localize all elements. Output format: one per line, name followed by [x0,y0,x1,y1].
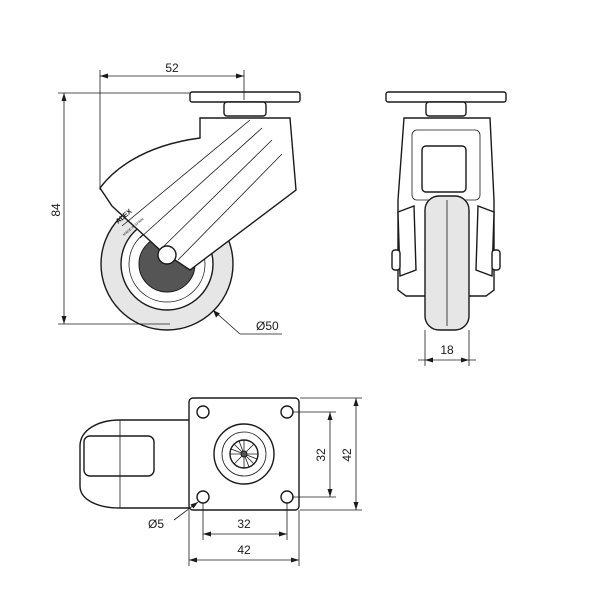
dim-plate-size-vertical: 42 [340,448,354,462]
front-top-plate [385,91,507,103]
front-swivel-bearing [425,101,467,117]
dim-wheel-diameter: Ø50 [256,319,279,333]
side-fork-rib [159,139,273,251]
dim-hole-spacing-vertical: 32 [314,448,328,462]
center-bolt [240,450,248,458]
front-right-axle-cap [491,249,501,271]
side-fork-rib [177,153,283,261]
side-view: ALEX MADE IN SPAIN 52 84 Ø50 [49,61,301,335]
plate-hole [196,490,210,504]
plate-hole [280,490,294,504]
side-fork-rib [139,127,263,239]
side-fork-rib [121,119,251,227]
dim-side-height: 84 [49,203,63,217]
front-left-axle-cap [391,249,401,271]
side-swivel-bearing [223,101,267,117]
plate-hole [280,405,294,419]
dim-hole-diameter: Ø5 [148,517,164,531]
dim-side-width: 52 [165,61,179,75]
front-left-bracket [397,205,417,277]
front-fork-window [421,145,467,193]
top-view: 32 42 32 42 Ø5 [79,397,362,566]
center-bearing-ring [221,431,267,477]
plate-hole [196,405,210,419]
front-view: 18 [385,91,507,366]
dim-plate-size-horizontal: 42 [237,543,251,557]
side-axle [157,245,177,265]
side-fork-body [99,117,297,271]
side-top-plate [189,91,301,103]
dim-wheel-width: 18 [440,343,454,357]
dim-hole-spacing-horizontal: 32 [237,517,251,531]
top-wheel-slot [83,435,155,477]
